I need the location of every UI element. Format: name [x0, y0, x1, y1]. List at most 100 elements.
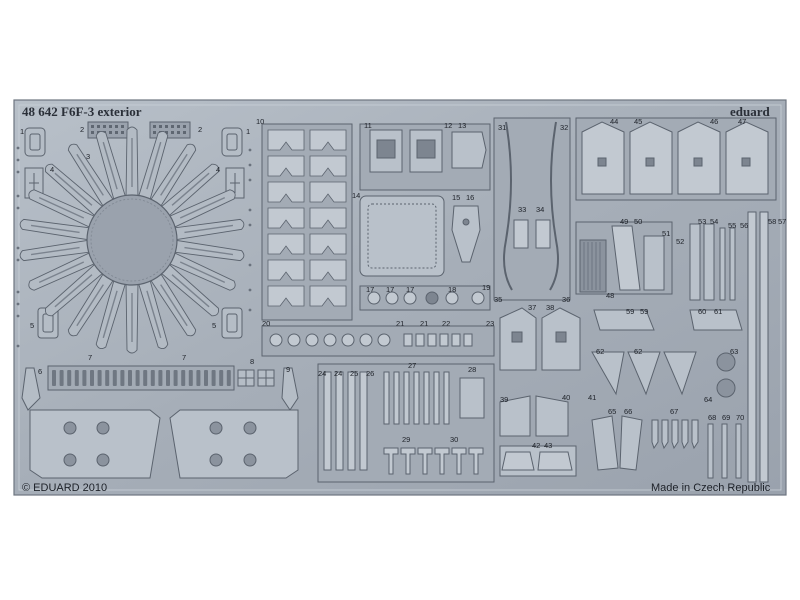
- part-number-label: 61: [714, 307, 722, 316]
- part-62-63: [591, 351, 736, 398]
- part-number-label: 51: [662, 229, 670, 238]
- part-17-19-row: [359, 285, 491, 311]
- part-number-label: 40: [562, 393, 570, 402]
- part-number-label: 27: [408, 361, 416, 370]
- part-number-label: 18: [448, 285, 456, 294]
- part-2-right: [149, 121, 191, 139]
- part-number-label: 1: [20, 127, 24, 136]
- part-11-12-13: [359, 123, 491, 191]
- part-4-left: [24, 167, 44, 199]
- part-number-label: 70: [736, 413, 744, 422]
- part-number-label: 14: [352, 191, 360, 200]
- part-number-label: 2: [198, 125, 202, 134]
- part-number-label: 50: [634, 217, 642, 226]
- part-number-label: 17: [406, 285, 414, 294]
- flap-panel-right: [169, 409, 299, 479]
- part-42-43: [499, 445, 577, 477]
- part-number-label: 6: [38, 367, 42, 376]
- part-65-70: [591, 415, 742, 479]
- part-number-label: 43: [544, 441, 552, 450]
- part-59-61: [593, 309, 743, 331]
- part-37-38: [499, 307, 581, 371]
- part-number-label: 19: [482, 283, 490, 292]
- part-number-label: 24: [334, 369, 342, 378]
- part-5-right: [221, 307, 243, 339]
- part-9: [281, 367, 299, 411]
- part-number-label: 38: [546, 303, 554, 312]
- part-number-label: 5: [30, 321, 34, 330]
- edge-dots-left: [16, 146, 20, 348]
- part-number-label: 21: [396, 319, 404, 328]
- part-number-label: 59: [640, 307, 648, 316]
- part-number-label: 58: [768, 217, 776, 226]
- part-number-label: 53: [698, 217, 706, 226]
- part-number-label: 59: [626, 307, 634, 316]
- part-number-label: 64: [704, 395, 712, 404]
- part-1-right: [221, 127, 243, 157]
- part-number-label: 33: [518, 205, 526, 214]
- part-number-label: 63: [730, 347, 738, 356]
- part-number-label: 65: [608, 407, 616, 416]
- part-number-label: 68: [708, 413, 716, 422]
- part-number-label: 55: [728, 221, 736, 230]
- part-number-label: 10: [256, 117, 264, 126]
- part-number-label: 62: [596, 347, 604, 356]
- part-number-label: 39: [500, 395, 508, 404]
- part-number-label: 32: [560, 123, 568, 132]
- brand-logo: eduard: [730, 104, 771, 119]
- part-number-label: 47: [738, 117, 746, 126]
- part-number-label: 8: [250, 357, 254, 366]
- part-number-label: 16: [466, 193, 474, 202]
- fret-inner-border: [18, 104, 782, 491]
- part-number-label: 2: [80, 125, 84, 134]
- part-31-34: [493, 117, 571, 301]
- part-number-label: 25: [350, 369, 358, 378]
- part-53-56: [689, 223, 736, 301]
- part-14-panel: [359, 195, 445, 277]
- part-44-47-panels: [575, 117, 777, 201]
- part-8: [237, 369, 275, 387]
- part-number-label: 45: [634, 117, 642, 126]
- part-number-label: 52: [676, 237, 684, 246]
- part-number-label: 26: [366, 369, 374, 378]
- part-number-label: 48: [606, 291, 614, 300]
- fret-title: 48 642 F6F-3 exterior: [22, 104, 142, 119]
- copyright-text: © EDUARD 2010: [22, 482, 107, 494]
- part-number-label: 28: [468, 365, 476, 374]
- part-number-label: 66: [624, 407, 632, 416]
- part-number-label: 67: [670, 407, 678, 416]
- part-number-label: 4: [216, 165, 220, 174]
- part-number-label: 31: [498, 123, 506, 132]
- part-6: [21, 367, 41, 411]
- part-number-label: 20: [262, 319, 270, 328]
- part-39-40: [499, 395, 569, 437]
- part-number-label: 46: [710, 117, 718, 126]
- edge-dots-right: [248, 148, 252, 312]
- part-number-label: 12: [444, 121, 452, 130]
- part-number-label: 62: [634, 347, 642, 356]
- part-number-label: 17: [386, 285, 394, 294]
- part-number-label: 3: [86, 152, 90, 161]
- part-number-label: 34: [536, 205, 544, 214]
- part-number-label: 42: [532, 441, 540, 450]
- part-48-52: [575, 221, 673, 295]
- part-20-23-row: [261, 325, 495, 357]
- part-number-label: 9: [286, 365, 290, 374]
- part-number-label: 23: [486, 319, 494, 328]
- part-number-label: 30: [450, 435, 458, 444]
- part-number-label: 69: [722, 413, 730, 422]
- part-number-label: 17: [366, 285, 374, 294]
- part-number-label: 13: [458, 121, 466, 130]
- part-number-label: 60: [698, 307, 706, 316]
- part-3-engine-baffle: [19, 126, 245, 354]
- part-24-30-block: [317, 363, 495, 483]
- part-number-label: 11: [364, 121, 372, 130]
- part-number-label: 36: [562, 295, 570, 304]
- part-number-label: 44: [610, 117, 618, 126]
- origin-text: Made in Czech Republic: [651, 482, 771, 494]
- part-number-label: 7: [182, 353, 186, 362]
- part-number-label: 37: [528, 303, 536, 312]
- part-number-label: 56: [740, 221, 748, 230]
- part-number-label: 49: [620, 217, 628, 226]
